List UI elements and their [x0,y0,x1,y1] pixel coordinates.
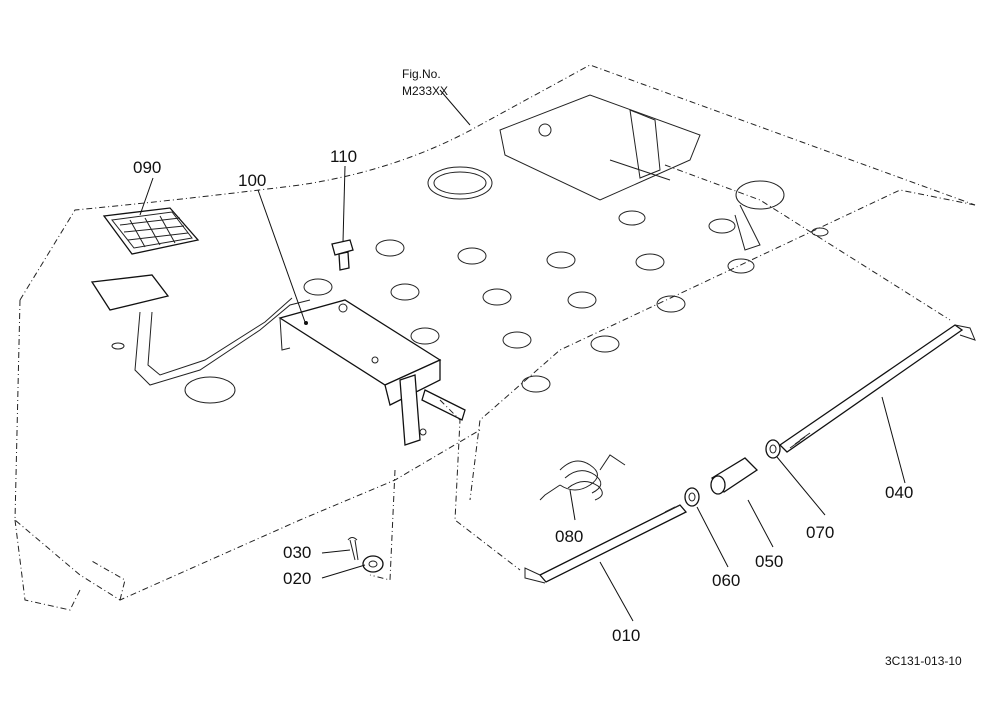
fig-number: M233XX [402,84,448,98]
rod-hardware [684,439,781,507]
brake-pedal-pad [90,207,200,311]
fig-label: Fig.No. [402,67,441,81]
callout-110: 110 [330,147,357,166]
return-spring [539,454,626,501]
callout-060: 060 [712,571,740,590]
callout-070: 070 [806,523,834,542]
upper-bracket [499,94,785,251]
pedal-shaft-bracket [278,299,466,446]
callout-090: 090 [133,158,161,177]
callout-080: 080 [555,527,583,546]
callout-050: 050 [755,552,783,571]
pin-and-washer [347,537,384,573]
leader-lines [139,89,906,622]
assembly-lines [369,164,951,581]
brake-rods [524,324,976,584]
callout-100: 100 [238,171,266,190]
callout-010: 010 [612,626,640,645]
callout-020: 020 [283,569,311,588]
pedal-arm [134,297,311,386]
callout-030: 030 [283,543,311,562]
bolt [331,239,354,271]
floor-holes [111,166,829,404]
callout-040: 040 [885,483,913,502]
drawing-code: 3C131-013-10 [885,654,962,668]
